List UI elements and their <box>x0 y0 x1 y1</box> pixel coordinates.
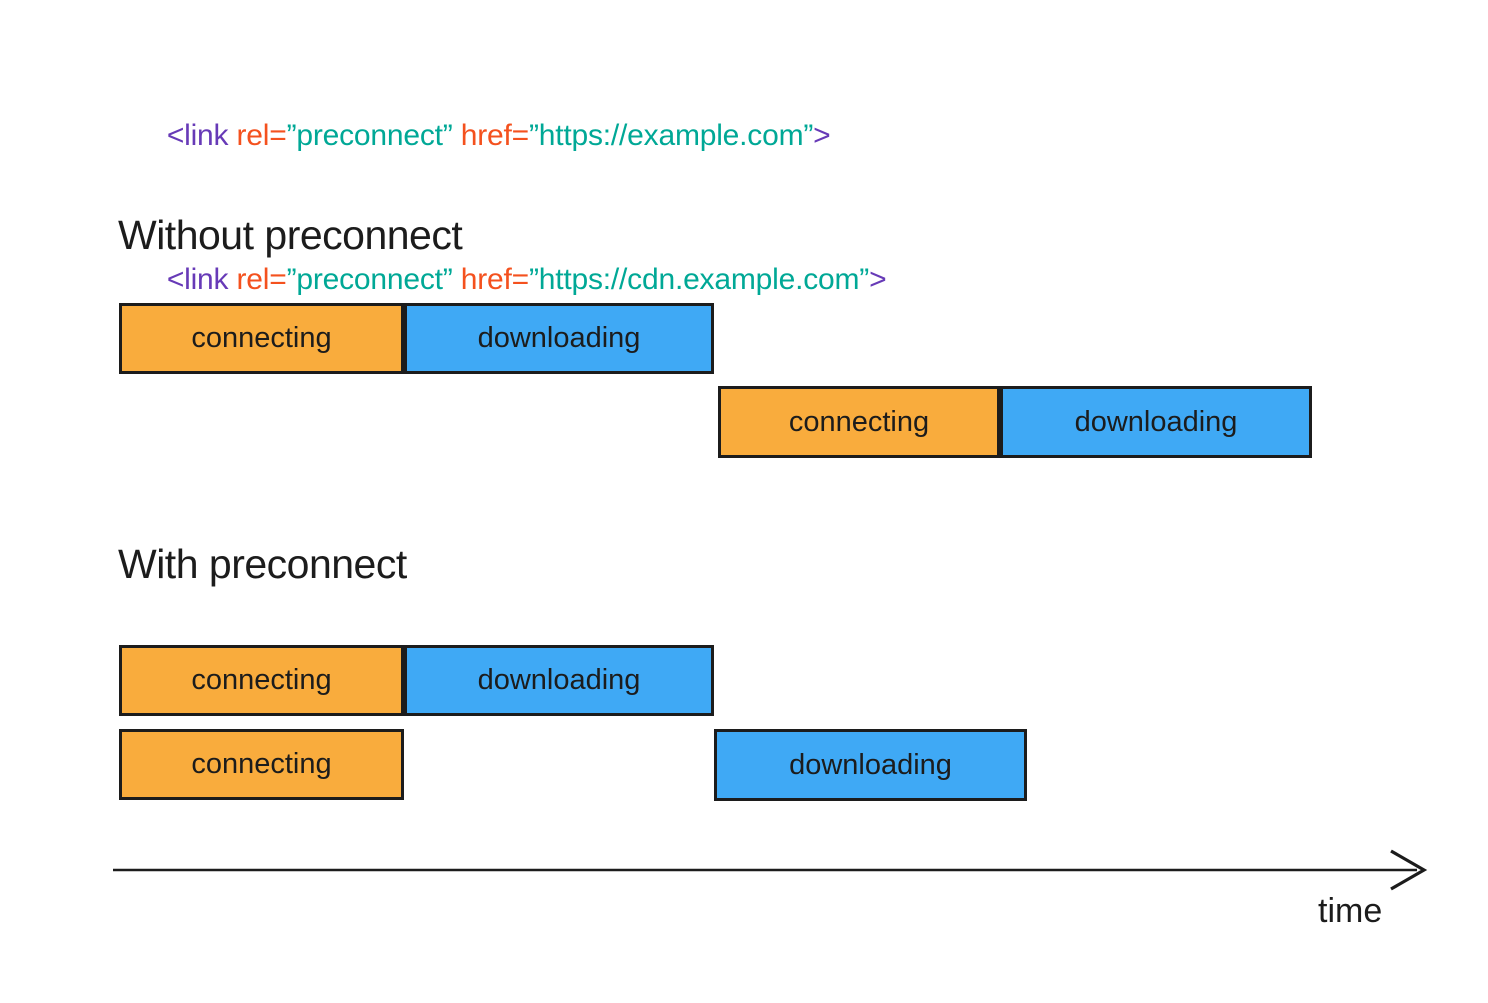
code-tag-close: > <box>813 119 831 152</box>
code-attr-href: href= <box>452 119 529 152</box>
bar-without-request1-downloading: downloading <box>404 303 714 374</box>
code-value-href: ”https://example.com” <box>528 119 814 152</box>
time-axis-label: time <box>1318 892 1383 930</box>
code-attr-rel: rel= <box>228 119 287 152</box>
bar-label: downloading <box>477 322 641 354</box>
code-attr-href: href= <box>452 263 529 296</box>
bar-with-request2-downloading: downloading <box>714 729 1027 801</box>
bar-label: connecting <box>191 748 332 780</box>
time-axis-arrow <box>113 849 1428 891</box>
heading-with-preconnect: With preconnect <box>118 541 407 587</box>
code-line-2: <link rel=”preconnect” href=”https://cdn… <box>118 208 887 352</box>
bar-label: downloading <box>789 748 952 781</box>
bar-label: connecting <box>788 405 930 438</box>
bar-label: downloading <box>477 664 641 696</box>
code-tag-close: > <box>869 263 887 296</box>
bar-with-request1-connecting: connecting <box>119 645 404 716</box>
code-value-rel: ”preconnect” <box>286 119 453 152</box>
bar-with-request2-connecting: connecting <box>119 729 404 800</box>
code-snippet: <link rel=”preconnect” href=”https://exa… <box>118 64 887 352</box>
code-tag-open: <link <box>166 119 229 152</box>
code-value-rel: ”preconnect” <box>286 263 453 296</box>
bar-label: connecting <box>191 664 332 696</box>
code-tag-open: <link <box>166 263 229 296</box>
bar-without-request2-downloading: downloading <box>1000 386 1312 458</box>
bar-without-request1-connecting: connecting <box>119 303 404 374</box>
code-line-1: <link rel=”preconnect” href=”https://exa… <box>118 64 886 208</box>
heading-without-preconnect: Without preconnect <box>118 212 463 258</box>
code-value-href: ”https://cdn.example.com” <box>528 263 870 296</box>
code-attr-rel: rel= <box>228 263 287 296</box>
bar-without-request2-connecting: connecting <box>718 386 1000 458</box>
bar-label: connecting <box>191 322 332 354</box>
bar-label: downloading <box>1074 405 1238 438</box>
bar-with-request1-downloading: downloading <box>404 645 714 716</box>
